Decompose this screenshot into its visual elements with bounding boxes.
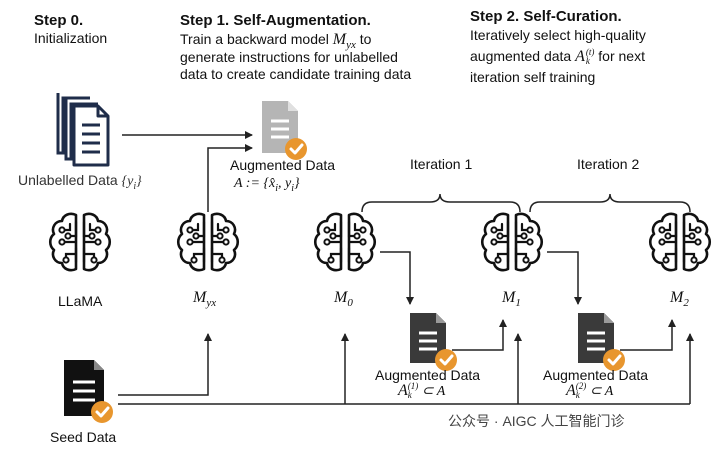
- myx-label: Myx: [193, 289, 217, 310]
- step2-title: Step 2. Self-Curation.: [470, 8, 622, 25]
- step0-title: Step 0.: [34, 12, 84, 29]
- step1-line3: data to create candidate training data: [180, 66, 412, 82]
- iteration-2-brace: [529, 193, 691, 213]
- iteration-2-label: Iteration 2: [577, 156, 640, 172]
- augmented-data-top-label: Augmented Data: [230, 157, 336, 173]
- arrow-m1-to-aug2: [547, 251, 582, 305]
- iteration-1-label: Iteration 1: [410, 156, 473, 172]
- myx-brain-icon: [176, 212, 240, 272]
- step2-line3: iteration self training: [470, 69, 596, 85]
- arrow-aug1-to-m1: [452, 319, 507, 351]
- step1-line2: generate instructions for unlabelled: [180, 49, 398, 65]
- watermark: 公众号 · AIGC 人工智能门诊: [448, 413, 625, 429]
- seed-data-label: Seed Data: [50, 429, 117, 445]
- llama-brain-icon: [48, 212, 112, 272]
- augmented-data-1-label: Augmented Data: [375, 367, 481, 383]
- arrow-m0-to-aug1: [380, 251, 414, 305]
- augmented-data-top-formula: A := {x̂i, yi}: [234, 176, 300, 194]
- m2-label: M2: [670, 289, 689, 310]
- m0-label: M0: [334, 289, 353, 310]
- iteration-1-brace: [361, 193, 521, 213]
- step1-title: Step 1. Self-Augmentation.: [180, 12, 371, 29]
- m1-brain-icon: [480, 212, 544, 272]
- arrow-myx-to-augmented: [207, 144, 253, 212]
- augmented-data-1-icon: [408, 311, 459, 373]
- step2-line1: Iteratively select high-quality: [470, 27, 646, 43]
- augmented-data-2-icon: [576, 311, 627, 373]
- seed-data-icon: [64, 360, 115, 425]
- step1-line1: Train a backward model Myx to: [180, 31, 372, 51]
- arrow-aug2-to-m2: [620, 319, 676, 351]
- llama-label: LLaMA: [58, 293, 103, 309]
- connectors: [118, 131, 694, 405]
- augmented-data-top-icon: [262, 101, 309, 162]
- step2-line2: augmented data A(t)k for next: [470, 47, 645, 67]
- augmented-data-1-formula: A(1)k ⊂ A: [398, 381, 446, 401]
- m2-brain-icon: [648, 212, 712, 272]
- augmented-data-2-label: Augmented Data: [543, 367, 649, 383]
- arrow-seed-to-myx: [118, 333, 212, 396]
- unlabelled-data-label: Unlabelled Data {yi}: [18, 172, 142, 192]
- m0-brain-icon: [313, 212, 377, 272]
- m1-label: M1: [502, 289, 521, 310]
- step0-subtitle: Initialization: [34, 30, 108, 46]
- augmented-data-2-formula: A(2)k ⊂ A: [566, 381, 614, 401]
- unlabelled-data-icon: [56, 93, 110, 167]
